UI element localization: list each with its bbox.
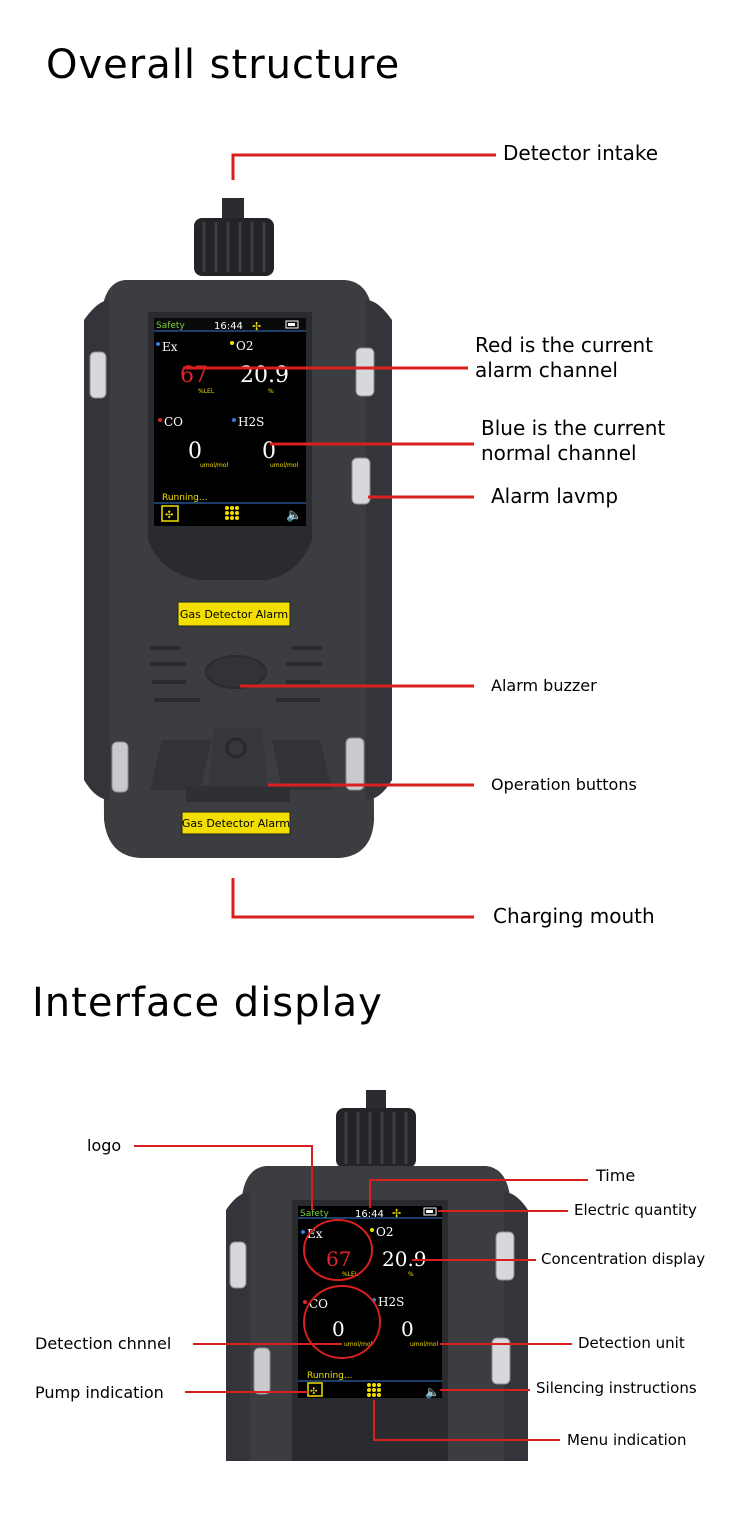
svg-text:0: 0 (332, 1317, 345, 1341)
svg-text:🔈: 🔈 (425, 1385, 440, 1399)
pump-icon (161, 505, 179, 522)
button-left (150, 740, 212, 790)
svg-text:16:44: 16:44 (355, 1209, 384, 1220)
detector-device-small: Safety 16:44 ✢ Ex O2 67 %LEL 20.9 % CO H… (134, 1090, 588, 1461)
svg-text:%LEL: %LEL (198, 388, 215, 395)
screen-time-text: 16:44 (214, 321, 243, 332)
svg-text:umol/mol: umol/mol (200, 462, 229, 469)
svg-text:H2S: H2S (378, 1295, 404, 1309)
callout-detection-channel: Detection chnnel (35, 1334, 172, 1353)
button-right (272, 740, 332, 790)
svg-text:0: 0 (188, 439, 202, 464)
alarm-lamp-right-top (355, 347, 375, 397)
menu-icon (225, 506, 239, 520)
svg-text:CO: CO (164, 415, 183, 429)
button-power (208, 728, 268, 790)
callout-red-channel: Red is the current alarm channel (475, 333, 654, 382)
battery-icon (285, 320, 299, 329)
device-label-bottom (181, 811, 291, 835)
intake-cap (194, 218, 274, 276)
callout-detection-unit: Detection unit (578, 1334, 685, 1352)
callout-time: Time (596, 1166, 636, 1185)
callout-alarm-lamp: Alarm lavmp (491, 484, 619, 508)
intake-nozzle-tip (222, 198, 244, 220)
callout-logo: logo (87, 1136, 122, 1155)
callout-lines-section1 (183, 153, 496, 919)
svg-text:umol/mol: umol/mol (410, 1341, 439, 1348)
callout-detector-intake: Detector intake (503, 141, 659, 165)
svg-text:umol/mol: umol/mol (270, 462, 299, 469)
svg-text:Ex: Ex (162, 340, 178, 354)
svg-text:Safety: Safety (300, 1209, 329, 1219)
callout-electric-quantity: Electric quantity (574, 1201, 697, 1219)
alarm-lamp-right (351, 457, 371, 505)
screen-mode-text: Safety (156, 321, 185, 331)
callout-alarm-buzzer: Alarm buzzer (491, 676, 597, 695)
callout-blue-channel: Blue is the current normal channel (481, 416, 666, 465)
lcd-screen (154, 318, 306, 526)
svg-text:Running...: Running... (307, 1371, 352, 1381)
device-label-top (177, 601, 291, 627)
svg-text:Gas Detector Alarm: Gas Detector Alarm (180, 608, 288, 621)
callout-concentration-display: Concentration display (541, 1250, 706, 1268)
svg-text:Gas Detector Alarm: Gas Detector Alarm (182, 817, 290, 830)
svg-text:✢: ✢ (392, 1207, 401, 1220)
svg-text:CO: CO (309, 1297, 328, 1311)
callout-operation-buttons: Operation buttons (491, 775, 637, 794)
callout-charging-mouth: Charging mouth (493, 904, 655, 928)
callout-pump-indication: Pump indication (35, 1383, 164, 1402)
svg-text:✣: ✣ (310, 1387, 318, 1397)
svg-text:O2: O2 (236, 339, 253, 353)
svg-text:67: 67 (326, 1247, 351, 1271)
section-title-interface-display: Interface display (32, 980, 383, 1026)
svg-text:%LEL: %LEL (342, 1271, 359, 1278)
buzzer (205, 655, 267, 689)
callout-silencing-instructions: Silencing instructions (536, 1379, 697, 1397)
alarm-lamp-left (89, 351, 107, 399)
svg-text:H2S: H2S (238, 415, 264, 429)
svg-text:umol/mol: umol/mol (344, 1341, 373, 1348)
section-title-overall-structure: Overall structure (46, 42, 401, 88)
svg-text:✣: ✣ (165, 510, 173, 521)
detector-device-large: Safety 16:44 ✢ Ex O2 67 %LEL 20.9 % CO H… (84, 153, 496, 919)
fan-icon: ✢ (252, 320, 261, 333)
screen-status-text: Running... (162, 493, 207, 503)
speaker-icon: 🔈 (286, 508, 302, 523)
callout-menu-indication: Menu indication (567, 1431, 687, 1449)
svg-text:0: 0 (401, 1317, 414, 1341)
svg-text:%: % (268, 388, 274, 395)
svg-text:%: % (408, 1271, 414, 1278)
svg-text:O2: O2 (376, 1225, 393, 1239)
